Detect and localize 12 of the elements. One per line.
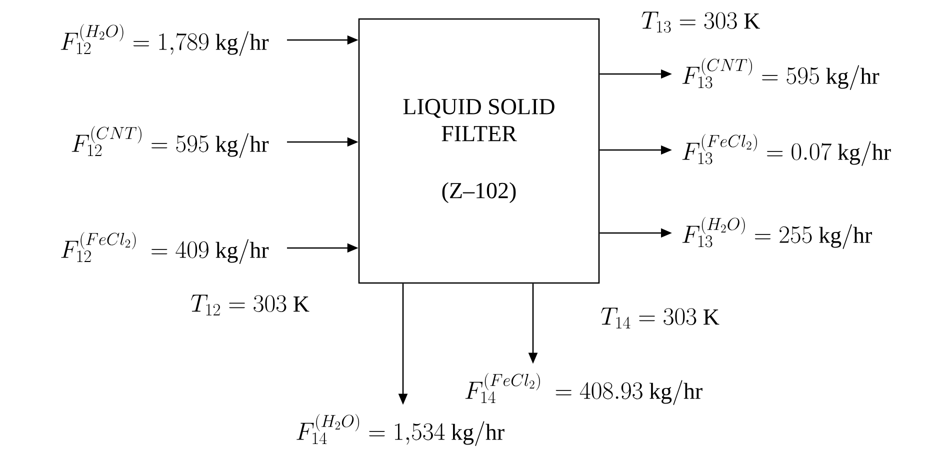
stream-label: $F_{13}^{(FeCl_2)} = 0.07\ \mathrm{kg/hr}$ <box>682 134 891 166</box>
stream-label: $F_{13}^{(CNT)} = 595\ \mathrm{kg/hr}$ <box>682 58 880 90</box>
temperature-label: $T_{13} = 303\ \mathrm{K}$ <box>642 12 760 33</box>
filter-box: LIQUID SOLID FILTER (Z–102) <box>358 18 600 284</box>
temperature-label: $T_{12} = 303\ \mathrm{K}$ <box>191 294 310 316</box>
stream-label: $F_{13}^{(H_2O)} = 255\ \mathrm{kg/hr}$ <box>682 217 872 249</box>
stream-label: $F_{12}^{(H_2O)} = 1{,}789\ \mathrm{kg/hr}$ <box>60 24 269 56</box>
stream-label: $F_{12}^{(FeCl_2)}\ = 409\ \mathrm{kg/hr}$ <box>61 232 269 264</box>
stream-label: $F_{14}^{(FeCl_2)}\ = 408.93\ \mathrm{kg/hr}$ <box>465 372 702 405</box>
stream-label: $F_{14}^{(H_2O)} = 1{,}534\ \mathrm{kg/hr}$ <box>296 414 504 446</box>
temperature-label: $T_{14} = 303\ \mathrm{K}$ <box>601 308 720 328</box>
stream-label: $F_{12}^{(CNT)} = 595\ \mathrm{kg/hr}$ <box>72 126 269 158</box>
